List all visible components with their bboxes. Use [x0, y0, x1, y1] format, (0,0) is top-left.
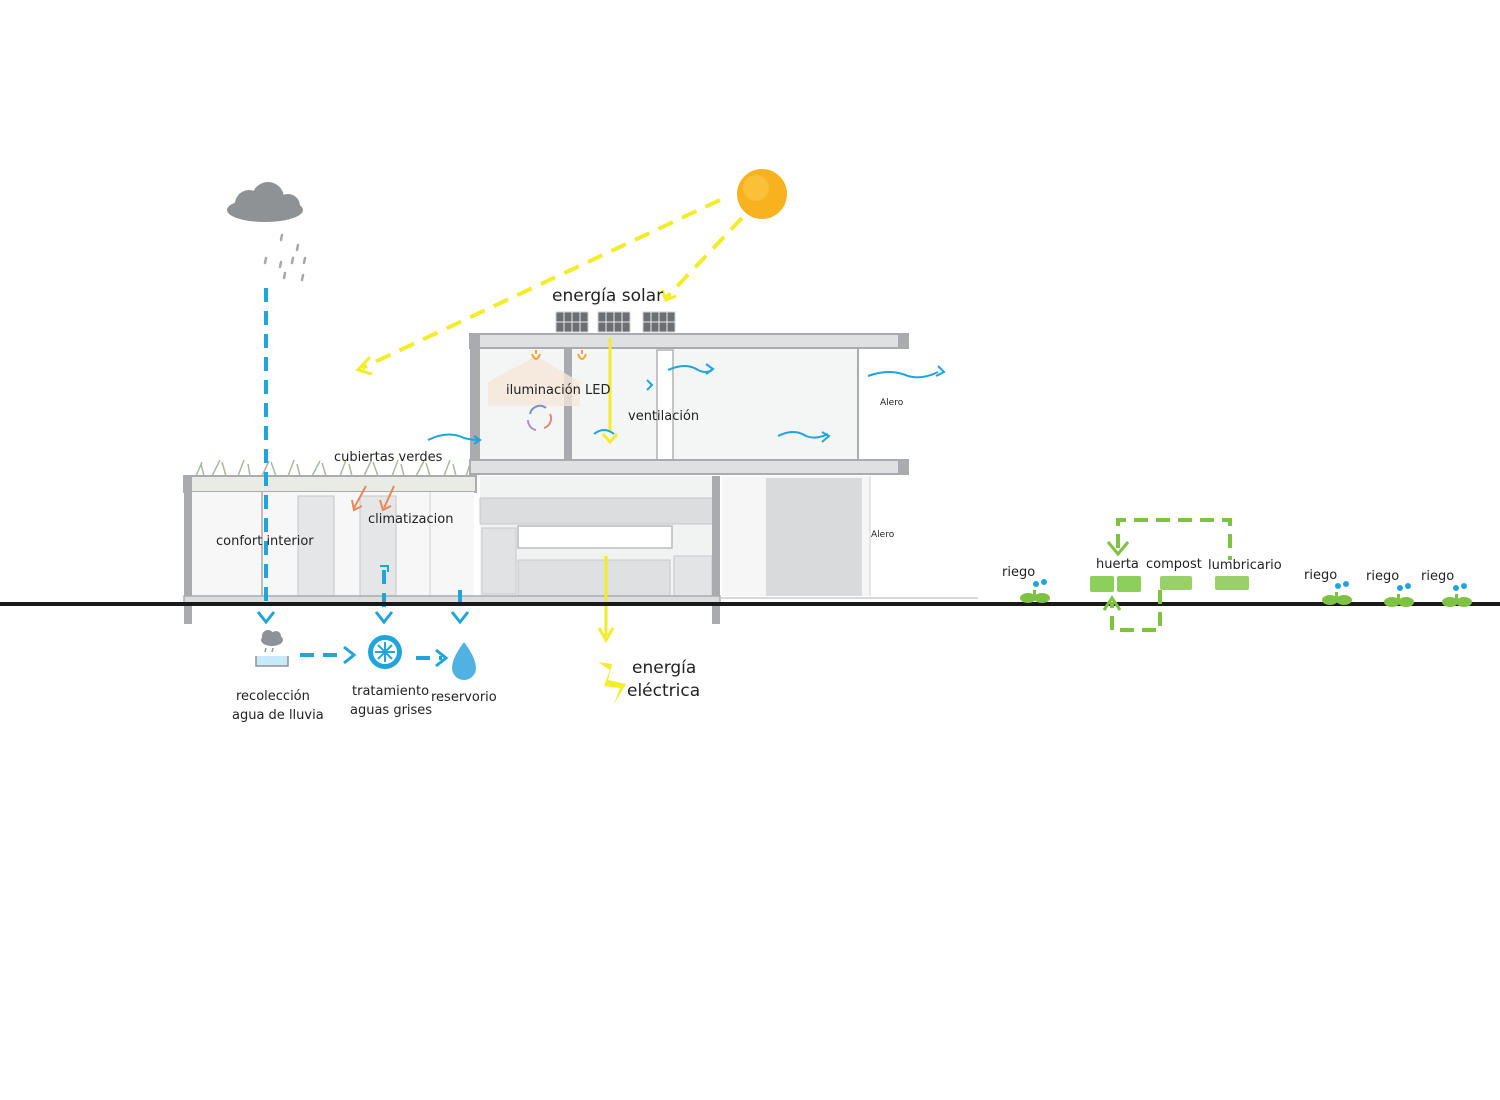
climatization-arrows	[351, 485, 395, 512]
alero-upper-label: Alero	[880, 398, 904, 408]
reservorio-label: reservorio	[431, 690, 497, 705]
riego-label-2: riego	[1304, 568, 1337, 583]
water-flow-arrowheads	[256, 611, 470, 668]
building-section	[183, 333, 978, 624]
tratamiento-label-line1: tratamiento	[352, 684, 429, 699]
riego-label-1: riego	[1002, 565, 1035, 580]
riego-label-3: riego	[1366, 569, 1399, 584]
lumbricario-label: lumbricario	[1208, 558, 1282, 573]
green-roof-plants	[195, 459, 471, 477]
energia-solar-label: energía solar	[552, 286, 663, 306]
rain-collector-icon	[255, 630, 289, 667]
sun-icon	[737, 169, 787, 219]
solar-ray-arrowheads	[355, 289, 677, 376]
garden-cycle-arrowheads	[1102, 541, 1130, 611]
solar-energy-flow	[597, 338, 619, 643]
plant-icon	[1020, 579, 1472, 607]
alero-lower-label: Alero	[871, 530, 895, 540]
rain-drops	[263, 233, 307, 282]
led-bulb-icon	[531, 350, 587, 360]
compost-label: compost	[1146, 557, 1202, 572]
confort-interior-label: confort interior	[216, 534, 314, 549]
recycle-icon	[526, 404, 553, 431]
riego-label-4: riego	[1421, 569, 1454, 584]
tap-icon	[380, 565, 389, 572]
climatizacion-label: climatizacion	[368, 512, 453, 527]
huerta-label: huerta	[1096, 557, 1139, 572]
solar-rays	[361, 198, 744, 370]
ventilation-arrows	[427, 363, 946, 445]
ventilacion-label: ventilación	[628, 409, 699, 424]
garden-cycle-loop	[1110, 518, 1232, 632]
cubiertas-verdes-label: cubiertas verdes	[334, 450, 443, 465]
iluminacion-led-label: iluminación LED	[506, 383, 611, 398]
cloud-icon	[227, 182, 303, 222]
solar-panel-grid	[556, 312, 675, 332]
tratamiento-label-line2: aguas grises	[350, 703, 432, 718]
energia-electrica-label-line1: energía	[632, 658, 696, 678]
water-drop-icon	[452, 642, 476, 680]
recoleccion-label-line2: agua de lluvia	[232, 708, 324, 723]
filter-icon	[368, 635, 402, 669]
energia-electrica-label-line2: eléctrica	[627, 681, 700, 701]
recoleccion-label-line1: recolección	[236, 689, 310, 704]
lightning-icon	[598, 662, 626, 704]
garden-beds	[1090, 576, 1249, 592]
